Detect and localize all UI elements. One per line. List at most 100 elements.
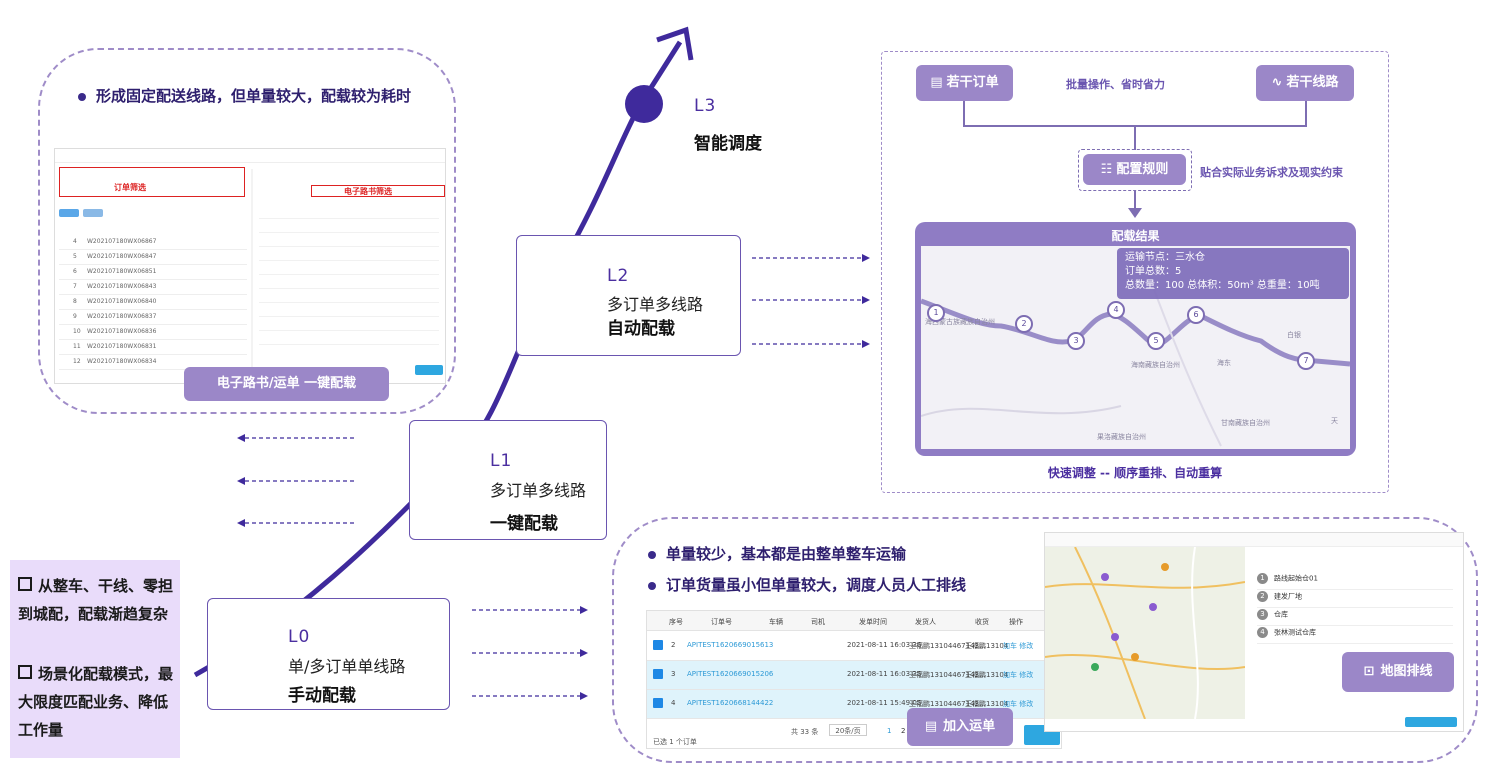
document-icon: ▤ bbox=[930, 75, 943, 90]
rule-box: ☷配置规则 bbox=[1083, 154, 1186, 185]
panel-bottom-right-bullet-2: 订单货量虽小但单量较大，调度人员人工排线 bbox=[648, 574, 966, 595]
orders-box: ▤若干订单 bbox=[916, 65, 1013, 101]
rule-box-frame: ☷配置规则 bbox=[1078, 149, 1192, 191]
map-area bbox=[1045, 547, 1245, 719]
result-footer: 快速调整 -- 顺序重排、自动重算 bbox=[1047, 466, 1223, 480]
column-header: 发货人 bbox=[915, 618, 936, 626]
level-l0-tag: L0 bbox=[288, 627, 311, 647]
panel-bottom-right: 单量较少，基本都是由整单整车运输 订单货量虽小但单量较大，调度人员人工排线 序号… bbox=[612, 517, 1478, 763]
column-header: 序号 bbox=[669, 618, 683, 626]
level-l0-box: L0 单/多订单单线路 手动配载 bbox=[207, 598, 450, 710]
left-note: 从整车、干线、零担到城配，配载渐趋复杂 场景化配载模式，最大限度匹配业务、降低工… bbox=[10, 560, 180, 758]
screenshot-tabbar bbox=[55, 149, 445, 163]
route-node-4: 4 bbox=[1107, 301, 1125, 319]
checkbox-icon bbox=[18, 577, 32, 591]
routes-box: ∿若干线路 bbox=[1256, 65, 1354, 101]
tooltip-line: 运输节点：三水仓 bbox=[1125, 252, 1205, 263]
column-header: 司机 bbox=[811, 618, 825, 626]
checkbox-icon bbox=[18, 665, 32, 679]
tooltip-line: 订单总数：5 bbox=[1125, 266, 1182, 277]
pager-page-2[interactable]: 2 bbox=[901, 727, 906, 735]
route-filter-box: 电子路书筛选 bbox=[311, 185, 445, 197]
selected-count: 已选 1 个订单 bbox=[653, 738, 697, 746]
mini-confirm-button bbox=[415, 365, 443, 375]
l1-arrows bbox=[237, 434, 354, 527]
growth-curve-line bbox=[193, 40, 683, 678]
bullet-dot-icon bbox=[78, 92, 86, 101]
pager-page-1[interactable]: 1 bbox=[887, 727, 892, 735]
level-l2-box: L2 多订单多线路 自动配载 bbox=[516, 235, 741, 356]
order-filter-box: 订单筛选 bbox=[59, 167, 245, 197]
level-l0-sub: 单/多订单单线路 bbox=[288, 657, 406, 676]
map-routing-button[interactable]: ⊡地图排线 bbox=[1342, 652, 1454, 692]
batch-text: 批量操作、省时省力 bbox=[1066, 78, 1165, 91]
column-header: 车辆 bbox=[769, 618, 783, 626]
bullet-dot-icon bbox=[648, 581, 656, 590]
result-map: 海西蒙古族藏族自治州 海南藏族自治州 海东 白银 兰州 甘南藏族自治州 果洛藏族… bbox=[921, 246, 1350, 449]
mini-save-button bbox=[1405, 717, 1457, 727]
row-checkbox[interactable] bbox=[653, 698, 663, 708]
level-l2-main: 自动配载 bbox=[607, 319, 675, 339]
row-checkbox[interactable] bbox=[653, 640, 663, 650]
result-title: 配载结果 bbox=[1111, 229, 1160, 243]
level-l1-tag: L1 bbox=[490, 451, 513, 471]
panel-top-left-bullet: 形成固定配送线路，但单量较大，配载较为耗时 bbox=[78, 82, 418, 110]
route-list bbox=[259, 205, 439, 355]
level-l2-tag: L2 bbox=[607, 266, 630, 286]
route-filter-label: 电子路书筛选 bbox=[344, 187, 392, 196]
map-label: 甘南藏族自治州 bbox=[1221, 419, 1270, 427]
rule-text: 贴合实际业务诉求及现实约束 bbox=[1200, 166, 1343, 179]
left-note-item-2: 场景化配载模式，最大限度匹配业务、降低工作量 bbox=[18, 665, 174, 739]
flow-connectors bbox=[963, 101, 1307, 218]
route-node-5: 5 bbox=[1147, 332, 1165, 350]
route-icon: ∿ bbox=[1271, 75, 1283, 90]
document-icon: ▤ bbox=[924, 719, 938, 734]
level-l3-tag: L3 bbox=[694, 96, 717, 116]
add-waybill-button[interactable]: ▤加入运单 bbox=[907, 708, 1013, 746]
level-l2-sub: 多订单多线路 bbox=[607, 295, 704, 314]
route-node-6: 6 bbox=[1187, 306, 1205, 324]
result-panel: 配载结果 海西蒙古族藏族自治州 海南藏族自治州 海东 白银 兰州 甘南藏族自治州… bbox=[915, 222, 1356, 456]
map-tabbar bbox=[1045, 533, 1463, 547]
panel-top-right: ▤若干订单 ∿若干线路 批量操作、省时省力 ☷配置规则 贴合实际业务诉求及现实约… bbox=[881, 51, 1389, 493]
order-filter-label: 订单筛选 bbox=[114, 183, 146, 192]
l0-arrows bbox=[472, 606, 588, 700]
one-click-load-button[interactable]: 电子路书/运单 一键配载 bbox=[184, 367, 389, 401]
level-l0-main: 手动配载 bbox=[288, 686, 356, 706]
column-header: 操作 bbox=[1009, 618, 1023, 626]
map-label: 果洛藏族自治州 bbox=[1097, 433, 1146, 441]
node-l3 bbox=[625, 85, 663, 123]
table-row[interactable]: 3 APITEST1620669015206 2021-08-11 16:03:… bbox=[647, 661, 1061, 690]
column-header: 收货 bbox=[975, 618, 989, 626]
route-node-2: 2 bbox=[1015, 315, 1033, 333]
level-l1-box: L1 多订单多线路 一键配载 bbox=[409, 420, 607, 540]
bullet-dot-icon bbox=[648, 550, 656, 559]
level-l3-main: 智能调度 bbox=[694, 134, 762, 154]
map-label: 天 bbox=[1331, 417, 1338, 425]
pager-size-select[interactable]: 20条/页 bbox=[829, 724, 867, 736]
mini-button bbox=[59, 209, 79, 217]
pager-total: 共 33 条 bbox=[791, 728, 819, 736]
route-node-3: 3 bbox=[1067, 332, 1085, 350]
map-label: 海东 bbox=[1217, 359, 1231, 367]
panel-bottom-right-bullet-1: 单量较少，基本都是由整单整车运输 bbox=[648, 543, 906, 564]
table-row[interactable]: 2 APITEST1620669015613 2021-08-11 16:03:… bbox=[647, 632, 1061, 661]
node-tooltip: 运输节点：三水仓 订单总数：5 总数量：100 总体积：50m³ 总重量：10吨 bbox=[1117, 248, 1349, 299]
row-checkbox[interactable] bbox=[653, 669, 663, 679]
